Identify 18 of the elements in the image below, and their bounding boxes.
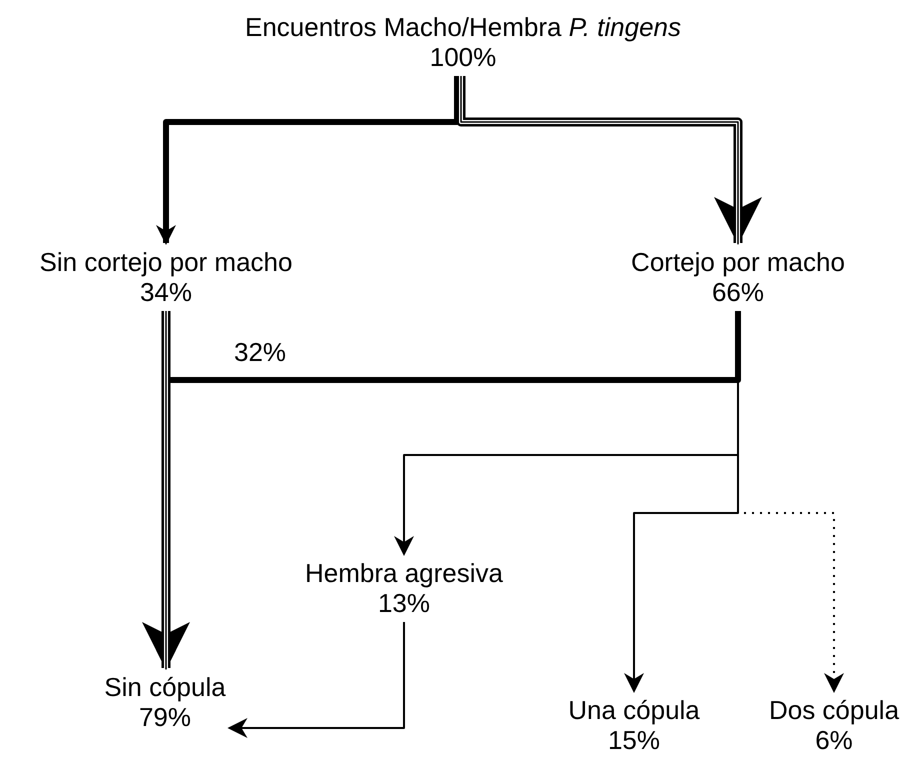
percentage-value: 66% (712, 277, 764, 307)
thick-arrow (156, 76, 460, 245)
node-title: Cortejo por macho (631, 247, 845, 277)
percentage-value: 34% (140, 277, 192, 307)
percentage-value: 79% (138, 702, 192, 732)
percentage-value: 6% (815, 725, 853, 755)
node-title: Encuentros Macho/Hembra P. tingens (245, 12, 681, 42)
node-title: Sin cópula (104, 672, 226, 702)
percentage-value: 15% (608, 725, 660, 755)
double-arrow (456, 76, 762, 245)
node-title: Dos cópula (768, 695, 900, 725)
double-arrow (142, 311, 190, 670)
node-title: Una cópula (568, 695, 700, 725)
percentage-value: 100% (430, 42, 496, 72)
node-title: Hembra agresiva (305, 558, 503, 588)
node-title: Sin cortejo por macho (40, 247, 292, 277)
arrow (228, 622, 405, 738)
percentage-value: 13% (378, 588, 430, 618)
